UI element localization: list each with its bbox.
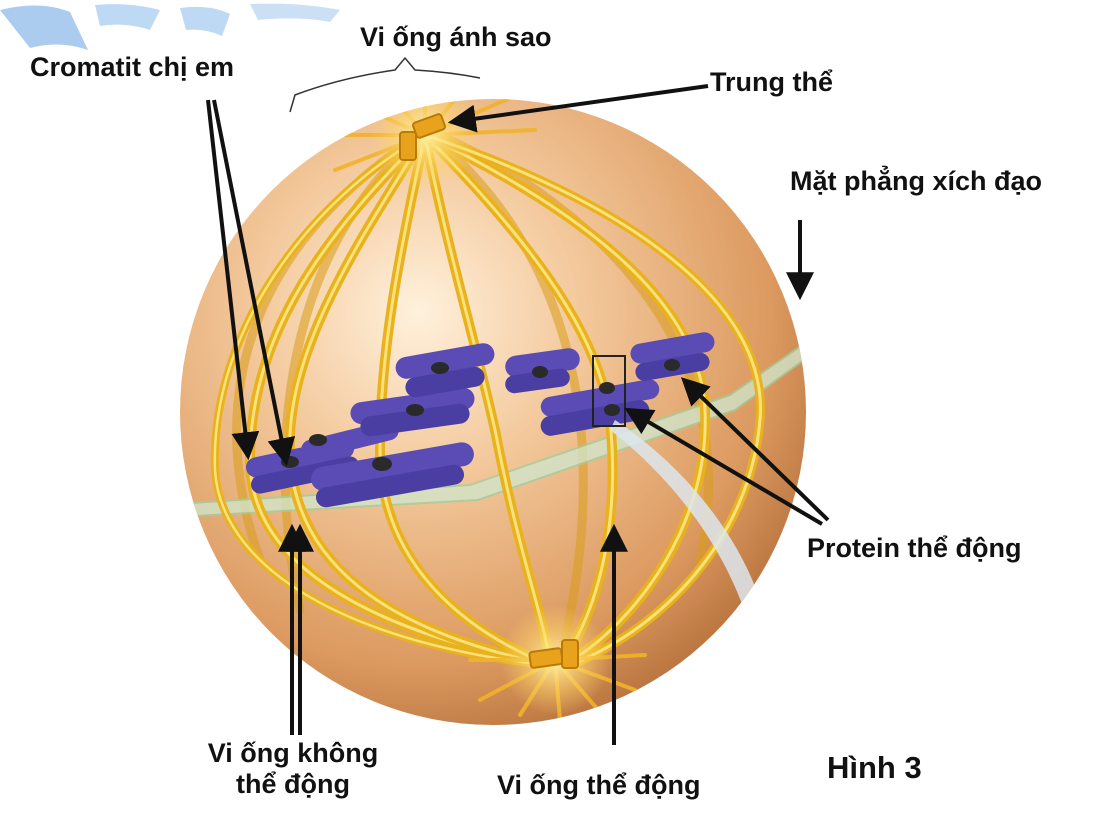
- label-kinetochore-mt: Vi ống thể động: [497, 770, 700, 801]
- watermark: [0, 4, 340, 50]
- figure-caption: Hình 3: [827, 750, 922, 786]
- label-kinetochore-protein: Protein thể động: [807, 533, 1021, 564]
- label-astral-microtubules: Vi ống ánh sao: [360, 22, 552, 53]
- label-centrosome: Trung thể: [710, 67, 833, 98]
- label-non-kinetochore-mt-line2: thể động: [188, 769, 398, 800]
- label-sister-chromatids: Cromatit chị em: [30, 52, 234, 83]
- label-non-kinetochore-mt-line1: Vi ống không: [188, 738, 398, 769]
- label-equatorial-plane: Mặt phẳng xích đạo: [790, 166, 1042, 197]
- label-non-kinetochore-mt: Vi ống không thể động: [188, 738, 398, 800]
